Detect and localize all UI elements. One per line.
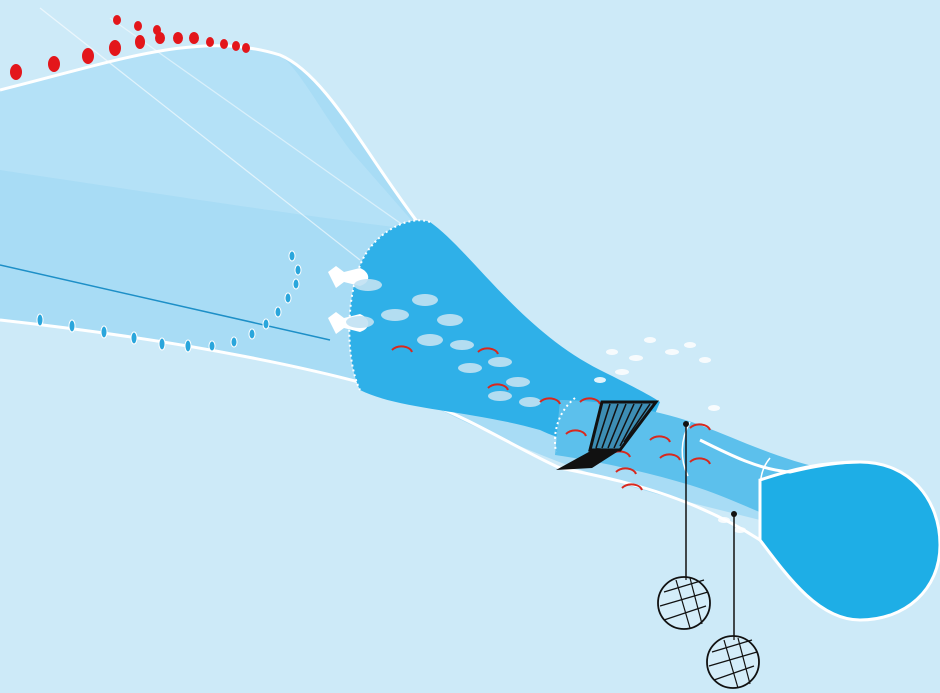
red-float-icon — [242, 43, 250, 53]
bobbin-icon — [284, 292, 292, 304]
bobbin-icon — [230, 336, 238, 348]
shrimp-icon — [659, 453, 681, 461]
red-float-icon — [220, 39, 228, 49]
shrimp-icon — [689, 457, 711, 465]
red-float-icon — [189, 32, 199, 44]
fish-icon — [346, 316, 374, 328]
red-float-icon — [173, 32, 183, 44]
fish-icon — [450, 340, 474, 350]
shrimp-catch — [391, 345, 711, 491]
net-upper-panel — [0, 45, 420, 230]
bobbin-icon — [208, 340, 216, 352]
bobbin-icon — [100, 325, 108, 339]
fish-icon — [488, 391, 512, 401]
fish-icon — [381, 309, 409, 321]
bobbin-icon — [274, 306, 282, 318]
fish-icon — [437, 314, 463, 326]
sorting-grid — [556, 400, 659, 470]
bobbin-icon — [158, 337, 166, 351]
codend-outline-top — [699, 438, 861, 474]
fish-icon — [412, 294, 438, 306]
net-weight-icon — [706, 635, 760, 689]
shrimp-icon — [539, 397, 561, 405]
red-float-icon — [109, 40, 121, 56]
fish-icon — [417, 334, 443, 346]
net-belly — [349, 220, 660, 450]
fish-icon — [488, 357, 512, 367]
bobbin-icon — [68, 319, 76, 333]
shrimp-icon — [391, 345, 413, 353]
weights — [657, 421, 760, 689]
shrimp-icon — [649, 435, 671, 443]
bobbin-icon — [184, 339, 192, 353]
red-float-icon — [113, 15, 121, 25]
shrimp-icon — [579, 397, 601, 405]
fish-icon — [458, 363, 482, 373]
red-float-icon — [10, 64, 22, 80]
red-float-icon — [232, 41, 240, 51]
red-float-icon — [48, 56, 60, 72]
red-float-icon — [134, 21, 142, 31]
wing-seam-line — [0, 264, 331, 341]
fish-icon — [354, 279, 382, 291]
bobbin-icon — [130, 331, 138, 345]
wing-seam-line — [39, 7, 361, 261]
red-float-icon — [206, 37, 214, 47]
bobbin-icon — [262, 318, 270, 330]
bobbin-icon — [36, 313, 44, 327]
shrimp-icon — [621, 483, 643, 491]
escape-bubbles — [594, 337, 746, 533]
wing-seam-line — [109, 17, 411, 231]
bobbin-icon — [292, 278, 300, 290]
net-weight-icon — [657, 576, 711, 630]
red-float-icon — [153, 25, 161, 35]
shrimp-icon — [477, 347, 499, 355]
fish-icon — [519, 397, 541, 407]
bobbin-icon — [288, 250, 296, 262]
red-float-icon — [135, 35, 145, 49]
red-float-icon — [155, 32, 165, 44]
bobbin-icon — [294, 264, 302, 276]
fish-icon — [506, 377, 530, 387]
headline-floats — [10, 15, 250, 80]
shrimp-icon — [487, 383, 509, 391]
shrimp-icon — [565, 429, 587, 437]
fish-inside — [346, 279, 541, 407]
shrimp-icon — [615, 467, 637, 475]
bobbin-icon — [248, 328, 256, 340]
footrope-bobbins — [36, 250, 302, 353]
red-float-icon — [82, 48, 94, 64]
grid-deflector — [556, 448, 620, 470]
shrimp-icon — [689, 423, 711, 431]
